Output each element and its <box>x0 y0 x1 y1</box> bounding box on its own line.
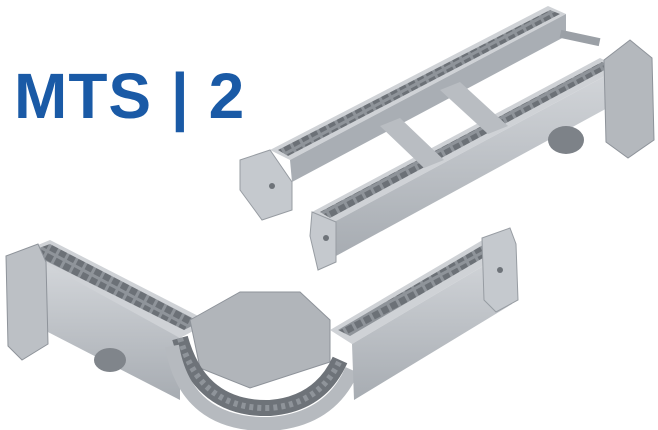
curve-left-arm-side <box>42 262 180 400</box>
conveyor-near-chain <box>320 62 612 218</box>
end-plate-far <box>239 149 293 221</box>
end-plate-near <box>309 211 337 271</box>
corner-plate <box>189 291 331 389</box>
conveyor-far-rail-side <box>290 14 566 182</box>
gear-motor <box>548 126 584 154</box>
drive-motor-housing <box>603 39 655 159</box>
cross-member-1 <box>380 118 444 168</box>
product-title: MTS | 2 <box>14 60 246 132</box>
drive-shaft <box>559 29 601 47</box>
curve-left-chain <box>28 244 200 330</box>
conveyor-near-rail-side <box>334 68 622 256</box>
curved-rail <box>165 344 359 430</box>
curve-gear-motor <box>94 348 126 372</box>
cross-member-2 <box>440 82 508 134</box>
curve-right-chain <box>338 242 500 336</box>
curve-end-block <box>5 243 49 361</box>
curve-conveyor <box>5 227 519 430</box>
curve-right-arm-side <box>352 250 512 400</box>
conveyor-far-chain <box>278 10 560 156</box>
straight-conveyor <box>239 6 655 271</box>
